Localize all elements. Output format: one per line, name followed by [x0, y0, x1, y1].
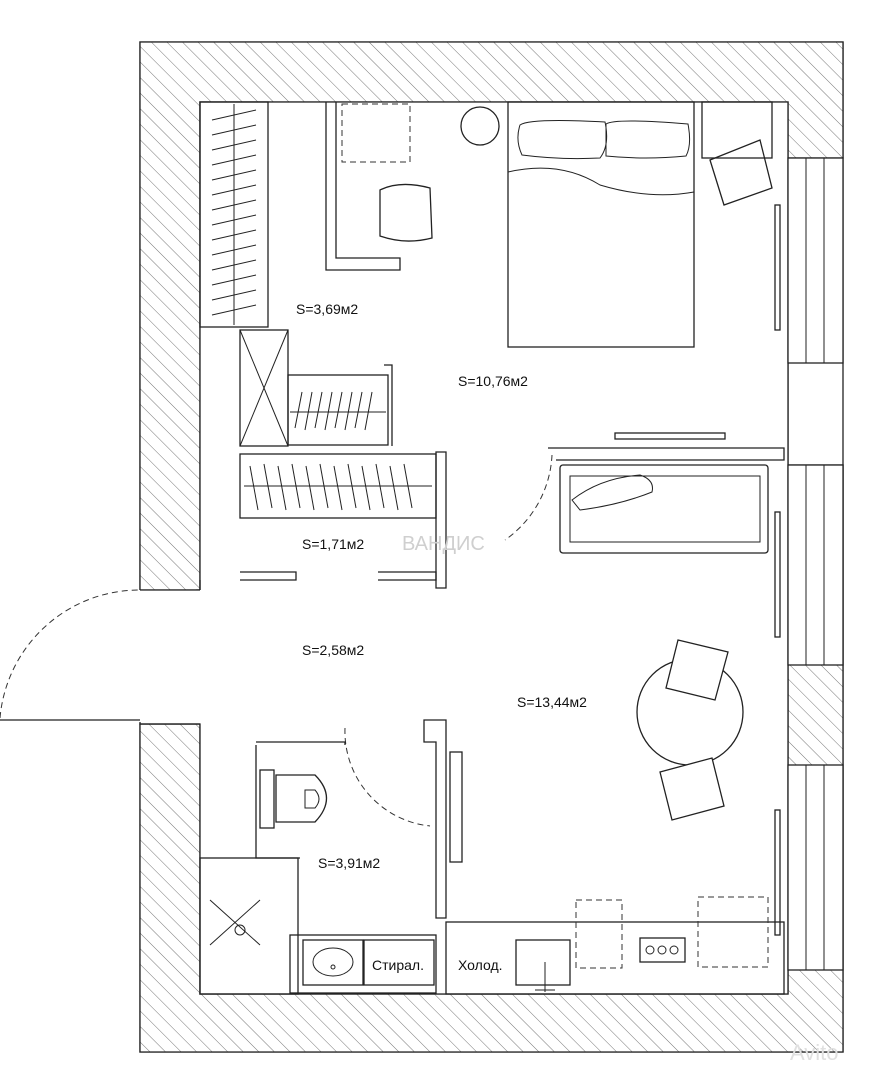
room-label-living: S=13,44м2 [517, 694, 587, 710]
round-table-small [460, 106, 500, 146]
washer-label: Стирал. [372, 957, 424, 973]
window-bedroom [787, 157, 844, 364]
watermark-site: Avito [790, 1040, 839, 1065]
sofa [559, 464, 769, 554]
tv-living [449, 751, 463, 863]
washing-machine [363, 939, 435, 986]
toilet [259, 769, 328, 829]
desk-chair [379, 183, 433, 242]
window-living-1 [787, 464, 844, 666]
room-label-hall: S=2,58м2 [302, 642, 364, 658]
watermark-listing: ВАНДИС [402, 533, 485, 555]
bathroom-sink [302, 939, 364, 986]
armchair [709, 139, 773, 206]
cooktop [639, 937, 686, 963]
kitchen-sink [515, 939, 571, 986]
bed [507, 101, 695, 348]
entrance-door [0, 589, 141, 721]
fridge-label: Холод. [458, 957, 503, 973]
shower [199, 857, 299, 995]
room-label-wardrobe: S=3,69м2 [296, 301, 358, 317]
window-living-2 [787, 764, 844, 971]
dining-chair-1 [665, 639, 729, 701]
room-label-closet: S=1,71м2 [302, 536, 364, 552]
room-label-bathroom: S=3,91м2 [318, 855, 380, 871]
room-label-bedroom: S=10,76м2 [458, 373, 528, 389]
wardrobe-tall [199, 101, 269, 328]
dining-chair-2 [659, 757, 725, 821]
tv-bedroom [614, 432, 726, 440]
